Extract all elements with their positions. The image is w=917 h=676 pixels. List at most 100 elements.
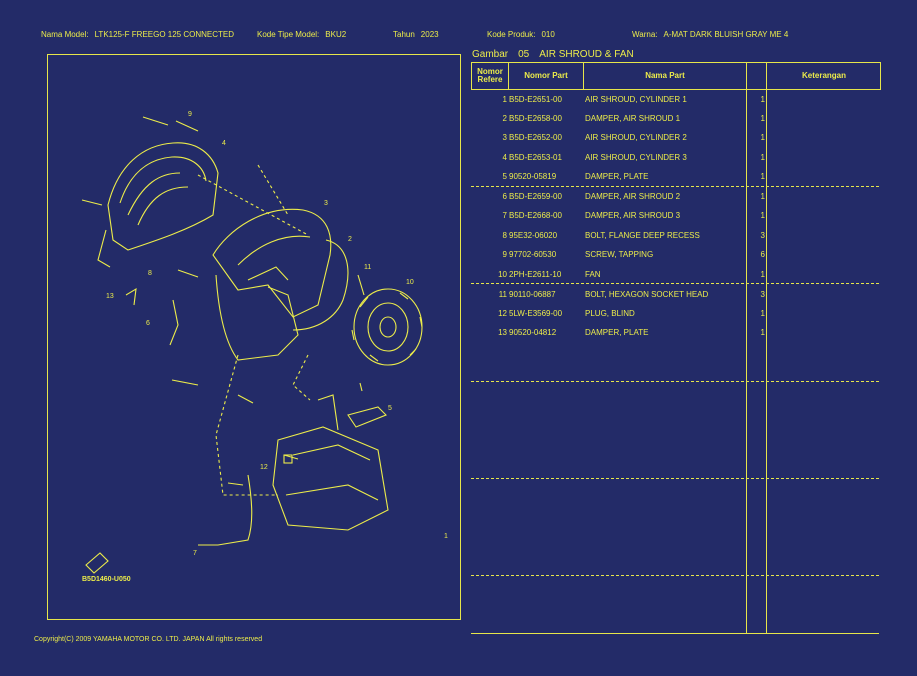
quantity: 1 <box>760 192 765 201</box>
ref-number: 13 <box>498 328 507 337</box>
part-name: AIR SHROUD, CYLINDER 1 <box>585 95 687 104</box>
part-number: 90110-06887 <box>509 290 556 299</box>
quantity: 1 <box>760 211 765 220</box>
col-ref: Nomor Refere <box>477 67 503 84</box>
part-number: B5D-E2668-00 <box>509 211 562 220</box>
part-name: BOLT, HEXAGON SOCKET HEAD <box>585 290 709 299</box>
ref-number: 9 <box>502 250 507 259</box>
part-number: B5D-E2659-00 <box>509 192 562 201</box>
part-name: BOLT, FLANGE DEEP RECESS <box>585 231 700 240</box>
part-name: DAMPER, AIR SHROUD 3 <box>585 211 681 220</box>
table-bottom-rule <box>471 633 879 634</box>
exploded-diagram: 1 2 3 4 5 6 7 8 9 10 11 12 13 <box>47 54 461 620</box>
quantity: 3 <box>760 290 765 299</box>
product-code: Kode Produk:010 <box>487 30 555 39</box>
part-name: PLUG, BLIND <box>585 309 635 318</box>
damper-plate <box>347 406 387 428</box>
quantity: 1 <box>760 328 765 337</box>
ref-number: 4 <box>502 153 507 162</box>
part-number: B5D-E2658-00 <box>509 114 562 123</box>
quantity: 1 <box>760 95 765 104</box>
callout-7: 7 <box>193 550 197 557</box>
part-name: DAMPER, PLATE <box>585 172 649 181</box>
col-note: Keterangan <box>801 71 846 80</box>
callout-11: 11 <box>364 264 371 271</box>
callout-12: 12 <box>260 464 268 471</box>
ref-number: 1 <box>502 95 507 104</box>
ref-number: 7 <box>502 211 507 220</box>
part-number: 90520-04812 <box>509 328 557 337</box>
ref-number: 2 <box>502 114 507 123</box>
quantity: 1 <box>760 133 765 142</box>
part-name: DAMPER, AIR SHROUD 1 <box>585 114 681 123</box>
copyright: Copyright(C) 2009 YAMAHA MOTOR CO. LTD. … <box>34 636 263 643</box>
quantity: 1 <box>760 172 765 181</box>
row-separator <box>471 381 879 382</box>
col-divider-qty-right <box>766 88 767 634</box>
col-divider-qty-left <box>746 88 747 634</box>
callout-8: 8 <box>148 270 152 277</box>
part-number: 2PH-E2611-10 <box>509 270 562 279</box>
part-name: AIR SHROUD, CYLINDER 3 <box>585 153 687 162</box>
part-name: DAMPER, PLATE <box>585 328 649 337</box>
part-number: B5D-E2652-00 <box>509 133 562 142</box>
part-number: 5LW-E3569-00 <box>509 309 563 318</box>
shroud-cylinder-1 <box>272 426 389 531</box>
part-number: B5D-E2651-00 <box>509 95 562 104</box>
row-separator <box>471 478 879 479</box>
part-number: 97702-60530 <box>509 250 557 259</box>
part-name: FAN <box>585 270 601 279</box>
ref-number: 8 <box>502 231 507 240</box>
quantity: 1 <box>760 153 765 162</box>
ref-number: 5 <box>502 172 507 181</box>
ref-number: 6 <box>502 192 507 201</box>
part-name: DAMPER, AIR SHROUD 2 <box>585 192 681 201</box>
callout-9: 9 <box>188 111 192 118</box>
ref-number: 3 <box>502 133 507 142</box>
col-qty <box>748 63 766 89</box>
part-number: B5D-E2653-01 <box>509 153 562 162</box>
row-separator <box>471 186 879 187</box>
fasteners <box>81 116 365 486</box>
col-part-name: Nama Part <box>645 71 685 80</box>
quantity: 1 <box>760 309 765 318</box>
ref-number: 12 <box>498 309 507 318</box>
callout-6: 6 <box>146 320 150 327</box>
part-number: 95E32-06020 <box>509 231 558 240</box>
shroud-cylinder-3 <box>107 142 219 251</box>
damper-air-shroud-3 <box>198 474 253 546</box>
callout-3: 3 <box>324 200 328 207</box>
diagram-code: B5D1460-U050 <box>82 576 131 583</box>
model-name: Nama Model:LTK125-F FREEGO 125 CONNECTED <box>41 30 235 39</box>
shroud-body <box>215 274 299 361</box>
quantity: 3 <box>760 231 765 240</box>
ref-number: 10 <box>498 270 507 279</box>
callout-5: 5 <box>388 405 392 412</box>
damper-air-shroud-1 <box>292 239 349 331</box>
damper-air-shroud-2 <box>169 299 179 346</box>
ref-number: 11 <box>498 290 507 299</box>
col-part-number: Nomor Part <box>524 71 568 80</box>
row-separator <box>471 283 879 284</box>
model-color: Warna:A-MAT DARK BLUISH GRAY ME 4 <box>632 30 789 39</box>
callout-10: 10 <box>406 279 414 286</box>
quantity: 6 <box>760 250 765 259</box>
callout-13: 13 <box>106 293 114 300</box>
part-number: 90520-05819 <box>509 172 557 181</box>
part-name: SCREW, TAPPING <box>585 250 654 259</box>
shroud-cylinder-2 <box>212 208 332 318</box>
row-separator <box>471 575 879 576</box>
part-name: AIR SHROUD, CYLINDER 2 <box>585 133 687 142</box>
